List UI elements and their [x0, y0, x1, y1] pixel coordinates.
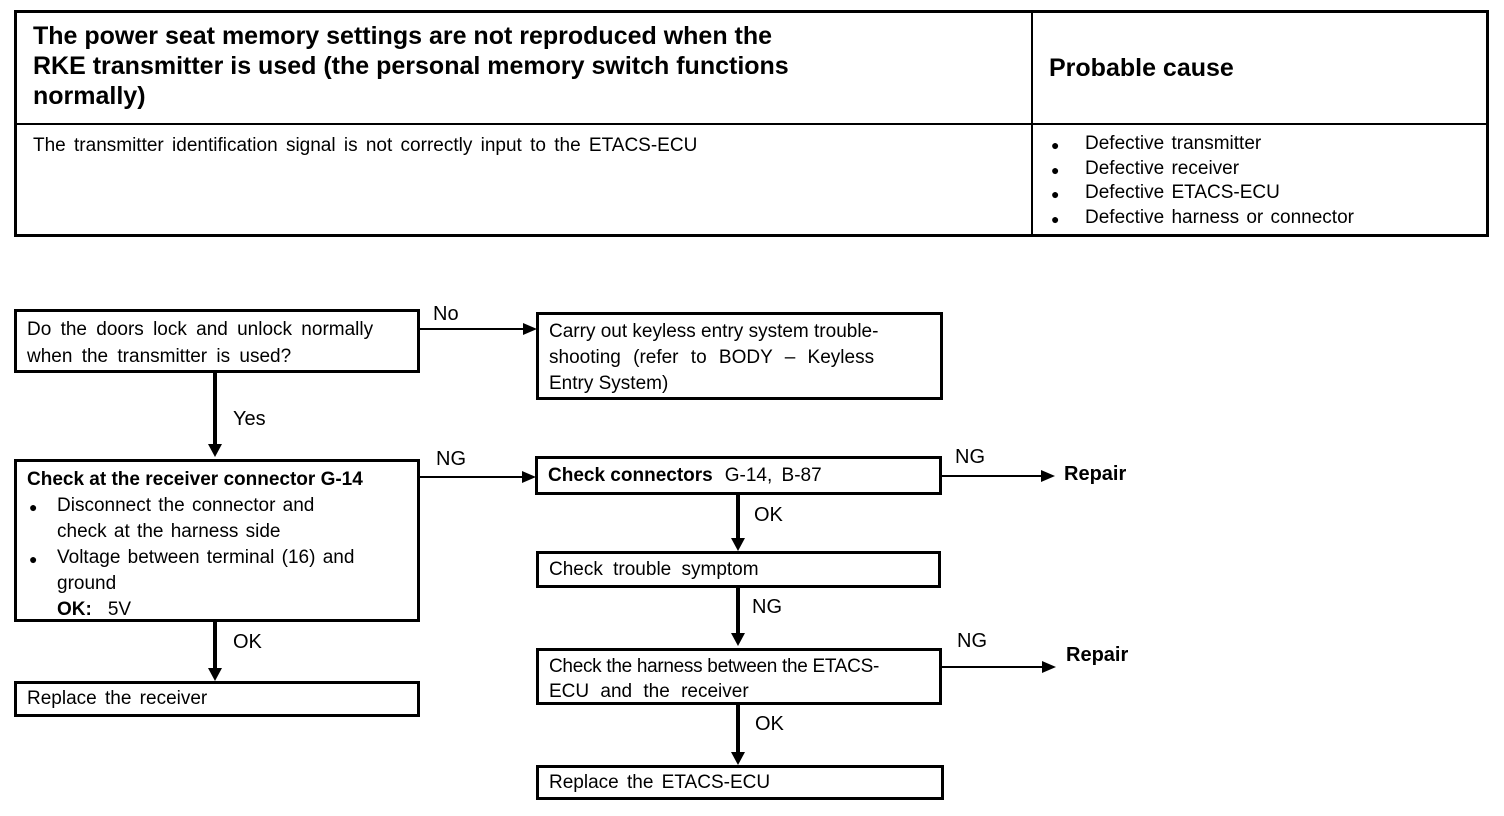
cause-item: Defective harness or connector [1049, 206, 1486, 230]
problem-line: The power seat memory settings are not r… [33, 22, 773, 50]
check-connectors-box: Check connectors G-14, B-87 [535, 456, 942, 495]
check-connectors-label: Check connectors [548, 464, 713, 486]
keyless-troubleshooting-box: Carry out keyless entry system trouble- … [536, 312, 943, 400]
keyless-line: Entry System) [549, 373, 669, 394]
cause-item: Defective receiver [1049, 157, 1486, 181]
no-arrowhead-icon [523, 323, 537, 335]
ng-label: NG [436, 448, 466, 470]
probable-cause-header: Probable cause [1031, 13, 1486, 125]
replace-etacs-box: Replace the ETACS-ECU [536, 765, 944, 800]
cause-item: Defective ETACS-ECU [1049, 181, 1486, 206]
ok-label: OK [755, 713, 784, 735]
keyless-line: shooting (refer to BODY – Keyless [549, 347, 875, 368]
ng-arrow-line [736, 588, 740, 635]
problem-statement: The power seat memory settings are not r… [17, 13, 1031, 125]
yes-arrowhead-icon [208, 444, 222, 457]
receiver-check-ok-spec: OK: 5V [57, 597, 407, 623]
replace-receiver-box: Replace the receiver [14, 681, 420, 717]
yes-arrow-line [213, 373, 217, 446]
ok-arrow-line [736, 705, 740, 754]
ok-arrowhead-icon [731, 752, 745, 765]
repair-label: Repair [1066, 644, 1129, 666]
ok-spec-value: 5V [107, 599, 132, 620]
ok-arrow-line [213, 621, 217, 670]
ng-repair-arrowhead-icon [1041, 470, 1055, 482]
check-connectors-ids: G-14, B-87 [724, 464, 822, 486]
repair-label: Repair [1064, 463, 1127, 485]
ng-arrow-line [420, 476, 524, 478]
ng-arrowhead-icon [522, 471, 536, 483]
ok-arrowhead-icon [731, 538, 745, 551]
doors-question-line: Do the doors lock and unlock normally [27, 319, 374, 340]
check-harness-line: ECU and the receiver [549, 681, 749, 702]
ng-repair-arrowhead-icon [1042, 661, 1056, 673]
ng-arrowhead-icon [731, 633, 745, 646]
ok-spec-label: OK: [57, 599, 92, 620]
check-trouble-symptom-box: Check trouble symptom [536, 551, 941, 588]
receiver-check-title: Check at the receiver connector G-14 [27, 469, 363, 490]
no-arrow-line [420, 328, 524, 330]
ng-repair-arrow-line [942, 475, 1044, 477]
ng-label: NG [752, 596, 782, 618]
check-harness-line: Check the harness between the ETACS- [549, 656, 879, 677]
cause-item: Defective transmitter [1049, 132, 1486, 157]
ng-repair-arrow-line [942, 666, 1045, 668]
no-label: No [433, 303, 459, 325]
probable-cause-list: Defective transmitter Defective receiver… [1031, 125, 1486, 234]
ng-label: NG [957, 630, 987, 652]
symptom-description: The transmitter identification signal is… [33, 135, 698, 156]
receiver-check-step: Disconnect the connector and check at th… [27, 493, 369, 545]
ok-label: OK [233, 631, 262, 653]
problem-line: RKE transmitter is used (the personal me… [33, 52, 789, 80]
doors-question-line: when the transmitter is used? [27, 346, 292, 367]
keyless-line: Carry out keyless entry system trouble- [549, 321, 879, 342]
yes-label: Yes [233, 408, 266, 430]
problem-line: normally) [33, 82, 146, 110]
ok-arrowhead-icon [208, 668, 222, 681]
doors-question-box: Do the doors lock and unlock normally wh… [14, 309, 420, 373]
ng-label: NG [955, 446, 985, 468]
receiver-connector-check-box: Check at the receiver connector G-14 Dis… [14, 459, 420, 622]
ok-label: OK [754, 504, 783, 526]
check-harness-box: Check the harness between the ETACS- ECU… [536, 648, 942, 705]
receiver-check-step: Voltage between terminal (16) and ground [27, 545, 369, 597]
symptom-table: The power seat memory settings are not r… [14, 10, 1489, 237]
ok-arrow-line [736, 495, 740, 540]
